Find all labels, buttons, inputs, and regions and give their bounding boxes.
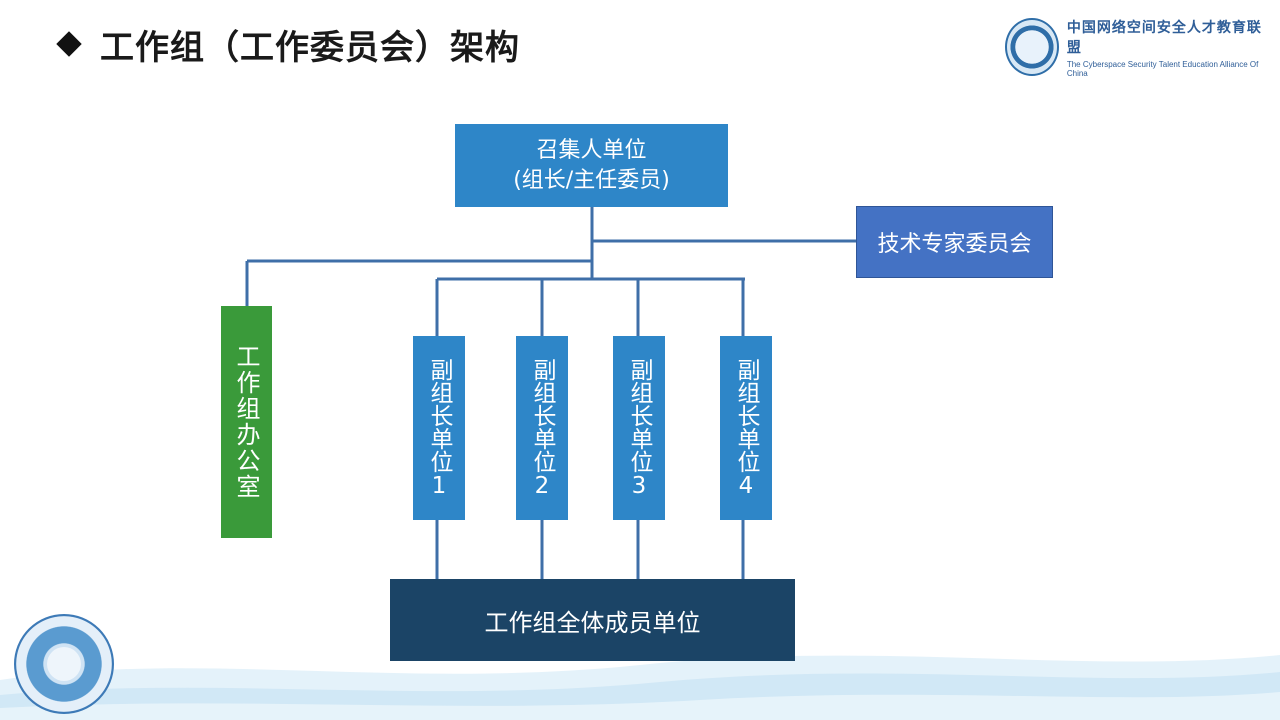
deputy-unit-4-label: 副组长单位4 xyxy=(733,357,759,499)
alliance-name-en: The Cyberspace Security Talent Education… xyxy=(1066,59,1259,78)
alliance-name-cn: 中国网络空间安全人才教育联盟 xyxy=(1066,19,1262,56)
working-group-office-label: 工作组办公室 xyxy=(232,344,260,500)
all-member-units-box: 工作组全体成员单位 xyxy=(390,579,795,661)
page-title-text: 工作组（工作委员会）架构 xyxy=(100,27,520,68)
deputy-unit-2-label: 副组长单位2 xyxy=(529,357,555,499)
working-group-office-box: 工作组办公室 xyxy=(221,306,272,538)
all-member-units-label: 工作组全体成员单位 xyxy=(484,608,701,637)
expert-committee-label: 技术专家委员会 xyxy=(877,232,1032,257)
deputy-unit-2-box: 副组长单位2 xyxy=(516,336,568,520)
convener-unit-box: 召集人单位 (组长/主任委员) xyxy=(455,124,728,207)
alliance-logo-text: 中国网络空间安全人才教育联盟 The Cyberspace Security T… xyxy=(1067,17,1265,78)
alliance-seal-large-icon xyxy=(14,614,114,714)
seal-globe-icon xyxy=(47,647,81,681)
convener-role-label: (组长/主任委员) xyxy=(513,167,670,193)
page-title: 工作组（工作委员会）架构 xyxy=(56,22,520,68)
deputy-unit-1-label: 副组长单位1 xyxy=(426,357,452,499)
deputy-unit-4-box: 副组长单位4 xyxy=(720,336,772,520)
deputy-unit-1-box: 副组长单位1 xyxy=(413,336,465,520)
expert-committee-box: 技术专家委员会 xyxy=(856,206,1053,278)
convener-unit-label: 召集人单位 xyxy=(536,137,647,163)
deputy-unit-3-label: 副组长单位3 xyxy=(626,357,652,499)
alliance-seal-icon xyxy=(1005,18,1059,76)
alliance-logo: 中国网络空间安全人才教育联盟 The Cyberspace Security T… xyxy=(1005,17,1265,78)
wave-decoration xyxy=(0,655,1280,720)
deputy-unit-3-box: 副组长单位3 xyxy=(613,336,665,520)
